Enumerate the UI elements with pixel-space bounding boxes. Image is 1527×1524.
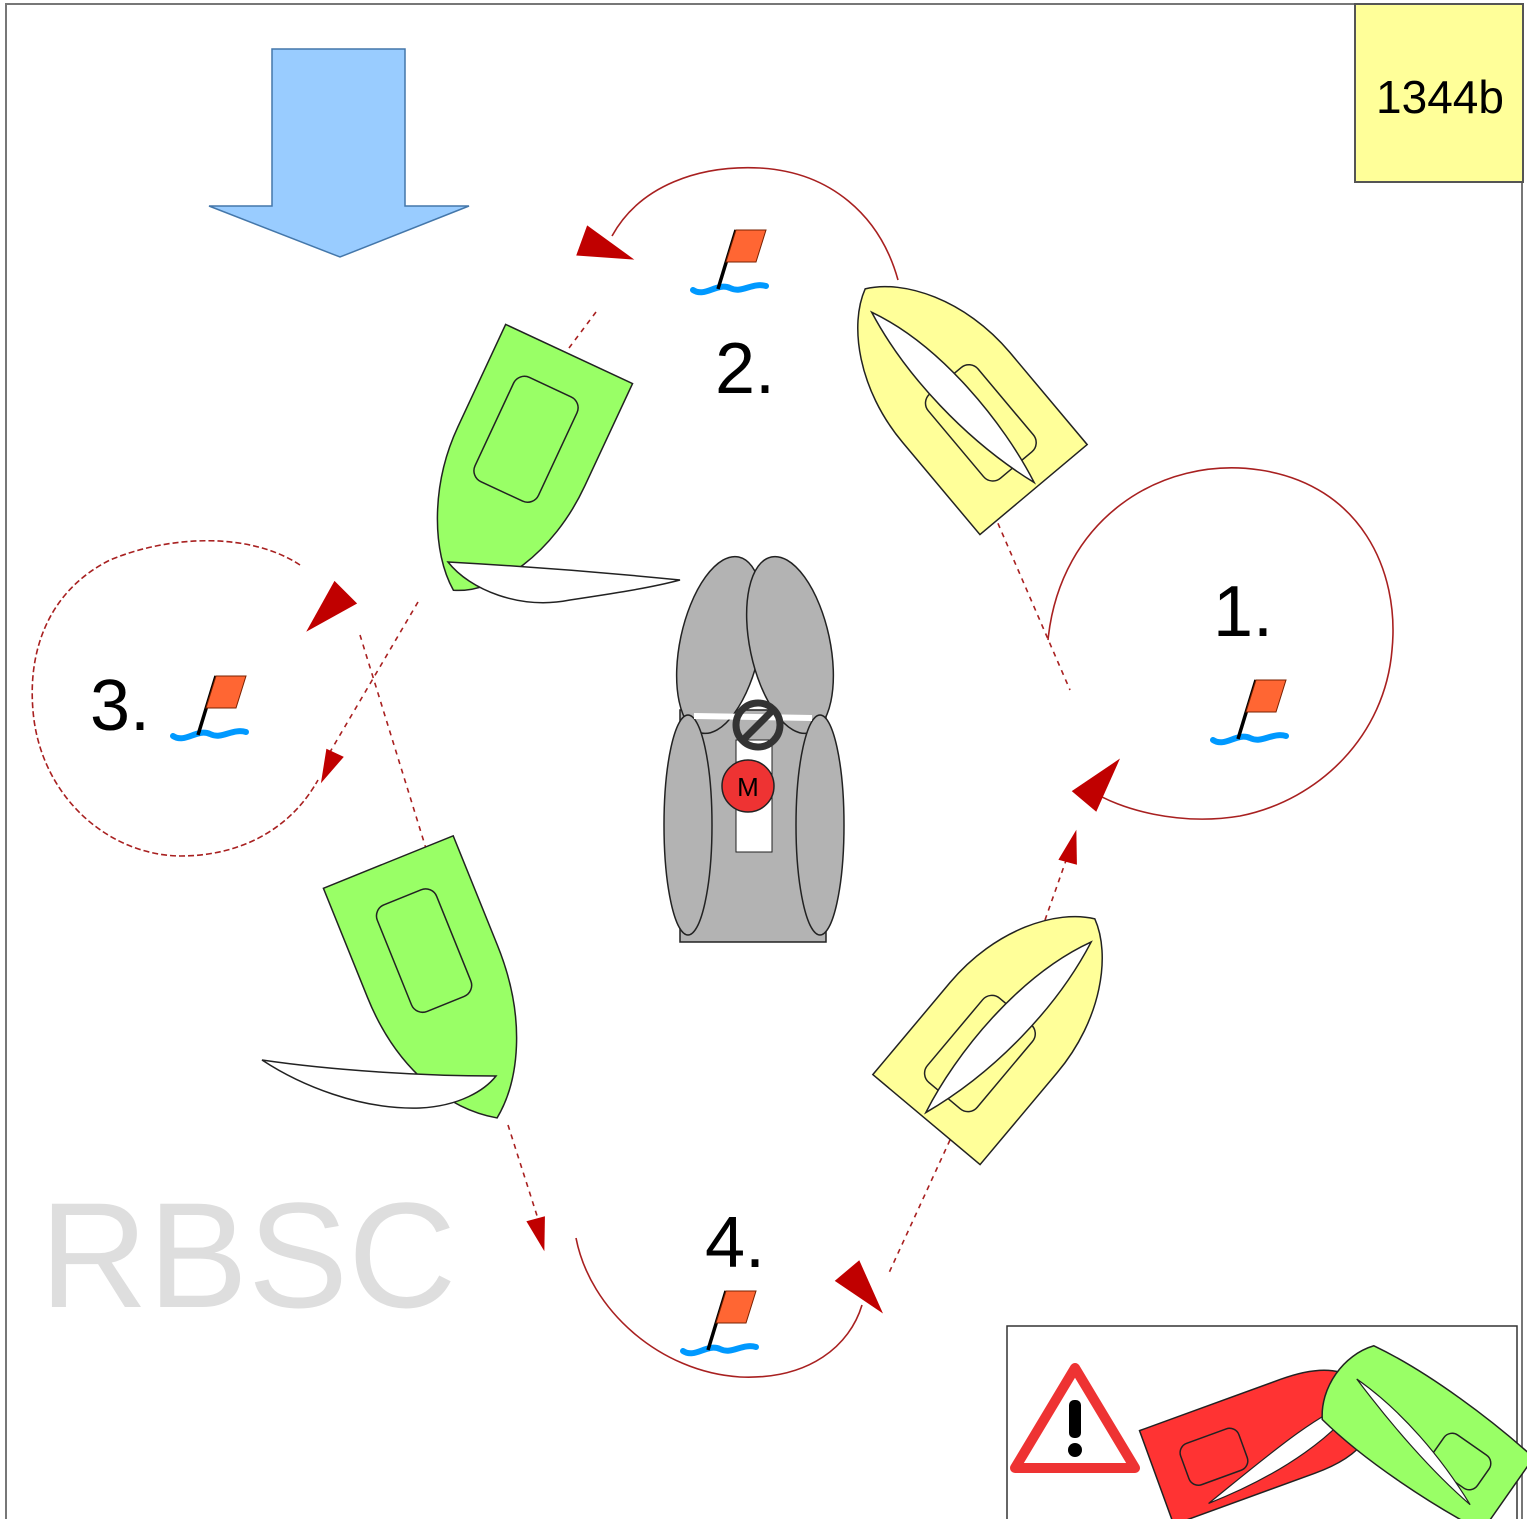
- track-arrow: [576, 225, 640, 275]
- marker-3: 3.: [90, 666, 246, 746]
- motor-badge-label: M: [737, 772, 759, 802]
- marker-label: 2.: [715, 329, 775, 409]
- track-arrow: [1058, 827, 1086, 865]
- green-boat-small: [1321, 1344, 1527, 1524]
- sail: [446, 561, 681, 604]
- marker-2: 2.: [693, 230, 775, 409]
- yellow-boat-lower: [871, 915, 1103, 1166]
- course-track: [31, 166, 1394, 1378]
- buoy-flag-icon: [173, 676, 246, 738]
- buoy-flag-icon: [693, 230, 766, 292]
- no-entry-icon: [732, 699, 784, 751]
- watermark: RBSC: [40, 1171, 457, 1339]
- diagram-frame: [5, 3, 1523, 1524]
- motor-badge: [721, 759, 775, 813]
- buoy-flag-icon: [683, 1291, 756, 1353]
- marker-1: 1.: [1213, 572, 1286, 742]
- warning-icon: [1010, 1363, 1140, 1473]
- track-arrow: [834, 1260, 896, 1324]
- red-boat: [1138, 1369, 1374, 1524]
- buoy-flag-icon: [1213, 680, 1286, 742]
- marker-label: 1.: [1213, 572, 1273, 652]
- code-label: 1344b: [1376, 71, 1504, 123]
- green-boat-upper: [436, 323, 634, 592]
- marker-4: 4.: [683, 1203, 765, 1353]
- marker-label: 4.: [705, 1203, 765, 1283]
- motorboat: M: [663, 555, 845, 943]
- track-arrow: [294, 580, 358, 644]
- sail: [261, 1059, 498, 1109]
- wind-arrow-icon: [208, 48, 470, 258]
- code-box: [1354, 3, 1524, 183]
- track-arrow: [1071, 748, 1133, 812]
- marker-label: 3.: [90, 666, 150, 746]
- track-arrow: [526, 1216, 554, 1254]
- warning-inset: [1006, 1325, 1527, 1524]
- yellow-boat-upper: [857, 285, 1089, 536]
- green-boat-lower: [322, 834, 518, 1119]
